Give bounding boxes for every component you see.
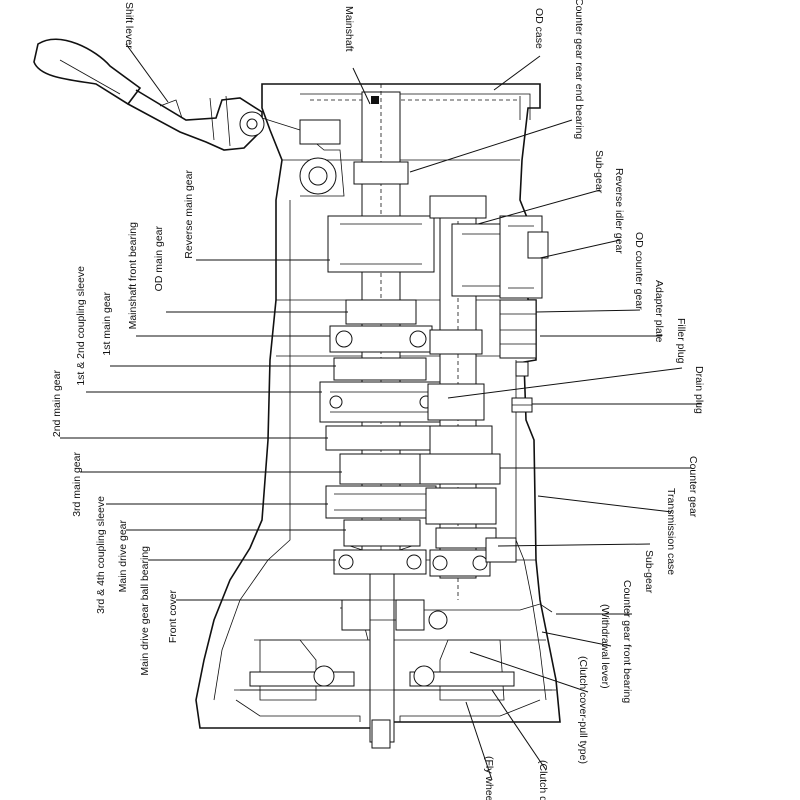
label-mainshaft: Mainshaft xyxy=(343,6,355,52)
label-od-counter-gear: OD counter gear xyxy=(633,232,645,310)
label-reverse-main-gear: Reverse main gear xyxy=(183,170,195,259)
label-main-drive-gear-ball-bearing: Main drive gear ball bearing xyxy=(139,546,151,676)
label-second-main-gear: 2nd main gear xyxy=(51,370,63,438)
label-counter-gear: Counter gear xyxy=(687,456,699,518)
label-fly-wheel: (Fly wheel) xyxy=(483,756,495,800)
label-sub-gear-top: Sub-gear xyxy=(593,150,605,194)
clutch-assembly xyxy=(234,599,556,749)
label-first-second-coupling-sleeve: 1st & 2nd coupling sleeve xyxy=(75,266,87,386)
label-transmission-case: Transmission case xyxy=(665,488,677,575)
label-counter-gear-front-bearing: Counter gear front bearing xyxy=(621,580,633,703)
shift-lever xyxy=(33,38,345,197)
label-od-case: OD case xyxy=(533,8,545,49)
label-clutch-cover: (Clutch cover-pull type) xyxy=(577,656,589,764)
label-third-main-gear: 3rd main gear xyxy=(71,452,83,517)
transmission-housing xyxy=(195,83,561,729)
label-adapter-plate: Adapter plate xyxy=(653,280,665,343)
label-shift-lever: Shift lever xyxy=(123,2,135,49)
label-filler-plug: Filler plug xyxy=(675,318,687,364)
label-reverse-idler-gear: Reverse idler gear xyxy=(613,168,625,254)
label-third-fourth-coupling-sleeve: 3rd & 4th coupling sleeve xyxy=(95,496,107,614)
label-od-main-gear: OD main gear xyxy=(153,225,165,291)
main-gears xyxy=(319,215,443,575)
label-clutch-disc: (Clutch disc) xyxy=(537,760,549,800)
leader-lines xyxy=(60,43,702,781)
label-drain-plug: Drain plug xyxy=(693,366,705,414)
label-withdrawal-lever: (Withdrawal lever) xyxy=(599,604,611,689)
label-mainshaft-front-bearing: Mainshaft front bearing xyxy=(127,222,139,330)
label-sub-gear-bottom: Sub-gear xyxy=(643,550,655,594)
label-front-cover: Front cover xyxy=(167,590,179,644)
label-main-drive-gear: Main drive gear xyxy=(117,520,129,593)
label-counter-gear-rear-end-bearing: Counter gear rear end bearing xyxy=(573,0,585,139)
label-first-main-gear: 1st main gear xyxy=(101,292,113,356)
counter-shaft xyxy=(419,195,549,600)
